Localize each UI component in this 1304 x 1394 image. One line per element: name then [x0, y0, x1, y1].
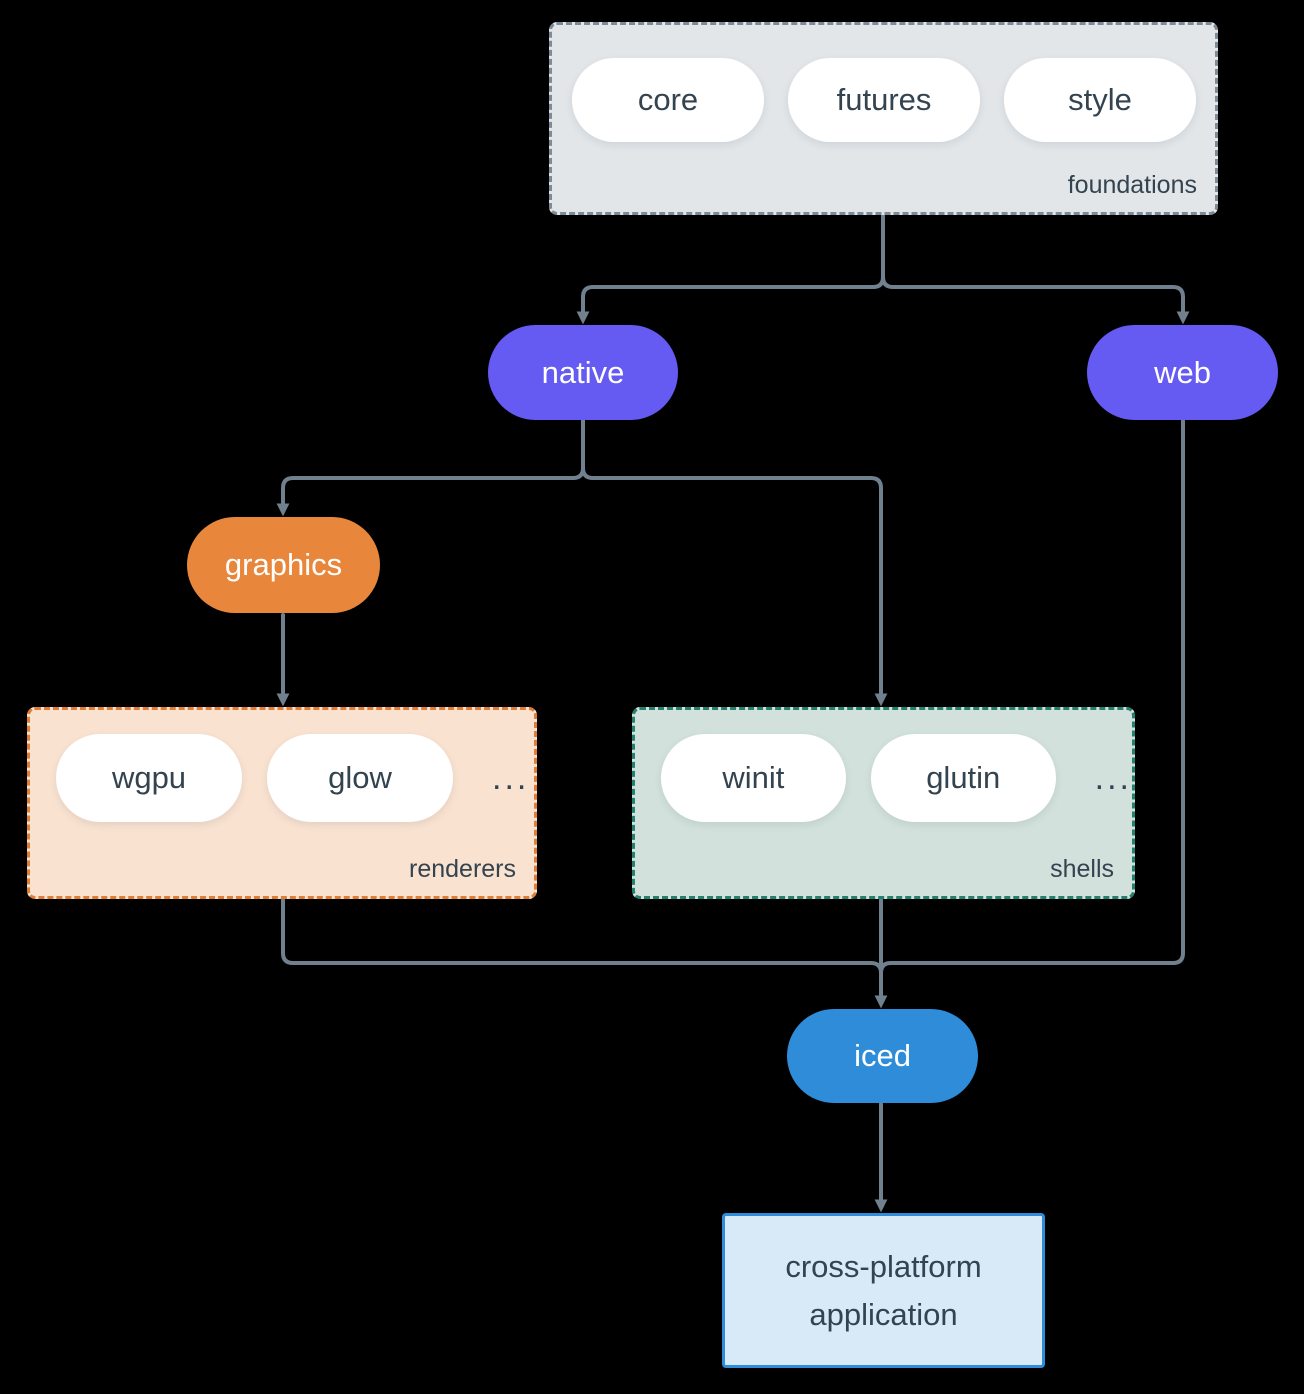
node-native-label: native [541, 354, 625, 390]
node-iced: iced [787, 1009, 978, 1103]
foundations-group-label: foundations [1067, 171, 1197, 199]
node-winit-label: winit [722, 760, 785, 795]
node-iced-label: iced [854, 1038, 911, 1073]
shells-pill-row: winit glutin ... [635, 710, 1132, 822]
node-glutin-label: glutin [926, 760, 1001, 795]
edge-native-to-shells [581, 419, 888, 707]
node-glow-label: glow [328, 760, 392, 795]
renderers-pill-row: wgpu glow ... [30, 710, 534, 822]
node-core-label: core [637, 82, 699, 117]
foundations-pill-row: core futures style [552, 25, 1215, 142]
cross-platform-application-box: cross-platform application [722, 1213, 1045, 1368]
node-wgpu: wgpu [56, 734, 242, 822]
node-native: native [488, 325, 678, 420]
node-futures: futures [788, 58, 980, 142]
node-web-label: web [1154, 354, 1211, 390]
edge-renderers-to-iced [281, 898, 888, 1009]
node-glutin: glutin [870, 734, 1056, 822]
shells-group: winit glutin ... shells [632, 707, 1135, 899]
node-graphics: graphics [187, 517, 380, 613]
application-label-line1: cross-platform [785, 1248, 982, 1284]
node-style: style [1004, 58, 1196, 142]
foundations-group: core futures style foundations [549, 22, 1218, 215]
shells-group-label: shells [1050, 855, 1114, 883]
edge-foundations-to-native [576, 214, 885, 325]
shells-ellipsis: ... [1094, 758, 1132, 797]
application-label-line2: application [809, 1296, 958, 1332]
renderers-group-label: renderers [409, 855, 516, 883]
node-style-label: style [1068, 82, 1132, 117]
edge-native-to-graphics [276, 419, 585, 517]
node-glow: glow [267, 734, 453, 822]
node-graphics-label: graphics [224, 547, 343, 582]
node-core: core [572, 58, 764, 142]
node-futures-label: futures [836, 82, 932, 117]
node-web: web [1087, 325, 1278, 420]
renderers-ellipsis: ... [492, 758, 530, 797]
node-wgpu-label: wgpu [111, 760, 187, 795]
node-winit: winit [661, 734, 846, 822]
renderers-group: wgpu glow ... renderers [27, 707, 537, 899]
edge-foundations-to-web [881, 214, 1190, 325]
